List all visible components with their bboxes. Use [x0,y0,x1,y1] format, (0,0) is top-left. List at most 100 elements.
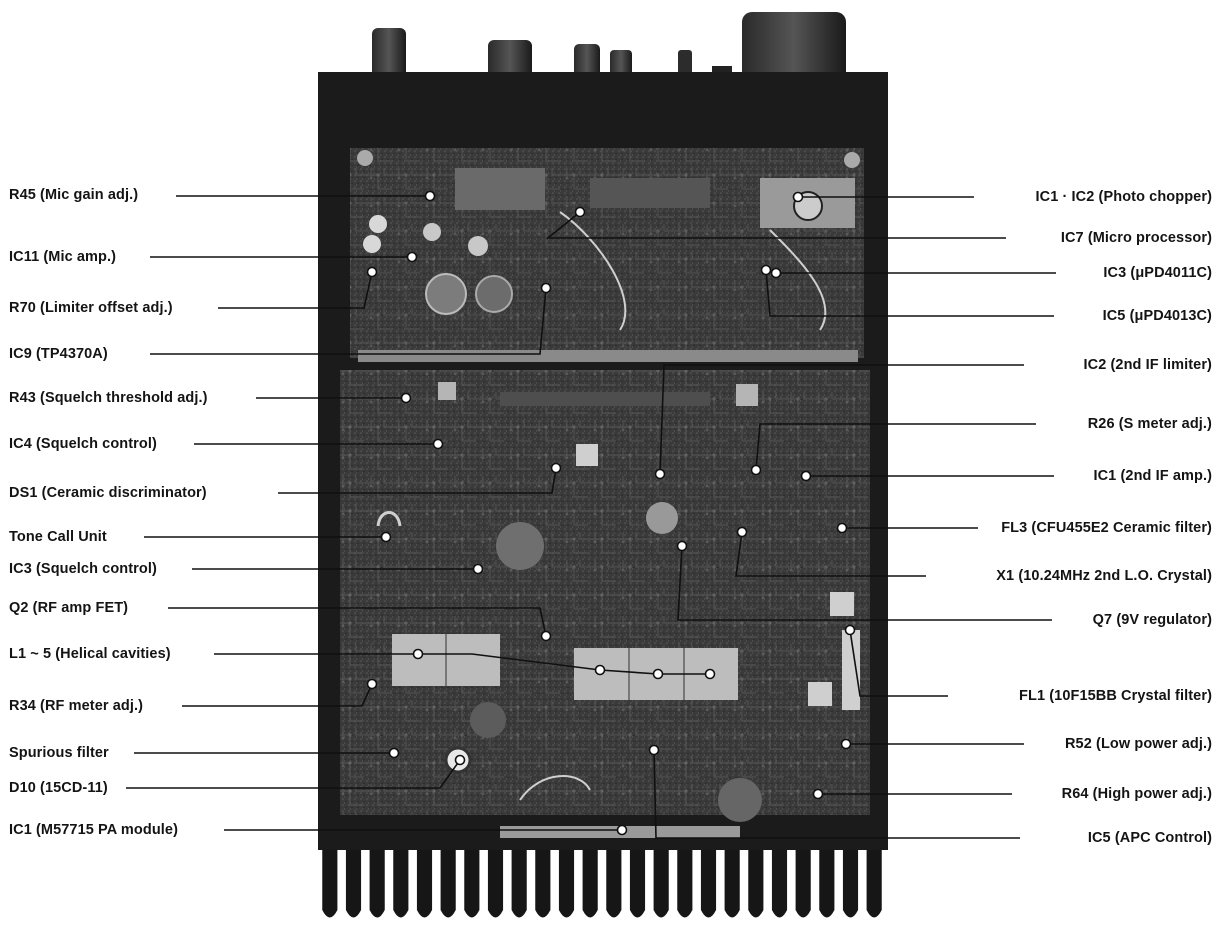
leader-ic9-dot [540,282,552,294]
trimmer-4 [808,682,832,706]
tone-unit-loop [376,511,402,527]
label-l1-5: L1 ~ 5 (Helical cavities) [9,646,171,662]
leader-ds1-dot [550,462,562,474]
label-ic1-ic2-photo-chopper: IC1 · IC2 (Photo chopper) [1035,189,1212,205]
leader-tone-dot [380,531,392,543]
heatsink-fin [842,850,859,918]
leader-x1 [735,531,926,577]
heatsink-fin [795,850,811,918]
leader-ds1 [278,467,557,494]
label-q2: Q2 (RF amp FET) [9,600,129,616]
label-r70: R70 (Limiter offset adj.) [9,300,173,316]
heatsink-fin [606,850,622,918]
leader-ic5r [765,269,1054,317]
trimmer-2 [736,384,758,406]
screw-3 [844,152,860,168]
heatsink-fin [582,850,598,918]
cap-10 [470,702,506,738]
leader-fl1-dot [844,624,856,636]
trimmer-3 [830,592,854,616]
heatsink-fin [653,850,669,918]
leader-l1-dot [704,668,716,680]
leader-ic2r [659,364,1024,475]
heatsink-fin [866,850,882,918]
leader-r52-dot [840,738,852,750]
leader-l1-extra-dot [594,664,606,676]
leader-ic1pa-dot [616,824,628,836]
leader-ic1r-dot [800,470,812,482]
label-q7: Q7 (9V regulator) [1092,612,1212,628]
heatsink-fin [345,850,362,918]
cap-3 [423,223,441,241]
label-x1: X1 (10.24MHz 2nd L.O. Crystal) [996,568,1212,584]
leader-q7 [677,545,1052,621]
label-tone-call-unit: Tone Call Unit [9,529,107,545]
heatsink-fin [677,850,693,918]
discriminator [576,444,598,466]
leader-q7-dot [676,540,688,552]
leader-ic3l-dot [472,563,484,575]
leader-ic3r-dot [770,267,782,279]
leader-r43-dot [400,392,412,404]
leader-ic2r-dot [654,468,666,480]
label-r52: R52 (Low power adj.) [1064,736,1212,752]
heatsink-fin [724,850,740,918]
label-r45: R45 (Mic gain adj.) [9,187,139,203]
wire-2 [769,229,827,331]
cap-9 [718,778,762,822]
trimmer-1 [438,382,456,400]
label-d10: D10 (15CD-11) [9,780,108,796]
leader-ic5apc-dot [648,744,660,756]
component-block-2 [590,178,710,208]
label-ic7: IC7 (Micro processor) [1060,230,1212,246]
label-ic5-upd4013c: IC5 (μPD4013C) [1102,308,1212,324]
heatsink-fin [558,850,575,918]
leader-ic11-dot [406,251,418,263]
leader-ic7 [545,211,1006,239]
front-panel-edge [318,72,888,94]
leader-fl3-dot [836,522,848,534]
cap-5 [425,273,467,315]
label-r64: R64 (High power adj.) [1061,786,1212,802]
heatsink-fin [535,850,551,918]
top-knobs [318,12,888,94]
leader-r70 [218,271,373,309]
leader-q2 [168,607,547,637]
cap-4 [468,236,488,256]
label-ic2-if-limiter: IC2 (2nd IF limiter) [1083,357,1212,373]
label-ic1-pa: IC1 (M57715 PA module) [9,822,178,838]
label-fl1: FL1 (10F15BB Crystal filter) [1019,688,1212,704]
leader-d10-dot [454,754,466,766]
leader-r45-dot [424,190,436,202]
cap-1 [369,215,387,233]
heatsink-fin [819,850,835,918]
label-ic3-squelch: IC3 (Squelch control) [9,561,157,577]
leader-ic1ic2-dot [792,191,804,203]
crystal-filter [842,630,860,710]
leader-ic9 [150,287,547,355]
heatsink-fin [487,850,504,918]
heatsink-fin [511,850,527,918]
board-shield-strip [358,350,858,362]
leader-x1-dot [736,526,748,538]
leader-r34 [182,683,373,707]
heatsink-fin [464,850,480,918]
label-ic3-upd4011c: IC3 (μPD4011C) [1103,265,1212,281]
leader-ic7-dot [574,206,586,218]
leader-lines [126,195,1056,839]
label-fl3: FL3 (CFU455E2 Ceramic filter) [1001,520,1212,536]
heatsink-fin [700,850,717,918]
label-ds1: DS1 (Ceramic discriminator) [9,485,207,501]
heatsink-fin [322,850,338,918]
screw-2 [357,150,373,166]
cap-7 [496,522,544,570]
leader-ic4-dot [432,438,444,450]
leader-ic5apc [653,749,1020,839]
leader-r64-dot [812,788,824,800]
label-ic11: IC11 (Mic amp.) [9,249,117,265]
main-board-traces [340,370,870,815]
cap-6 [475,275,513,313]
label-spurious-filter: Spurious filter [9,745,109,761]
